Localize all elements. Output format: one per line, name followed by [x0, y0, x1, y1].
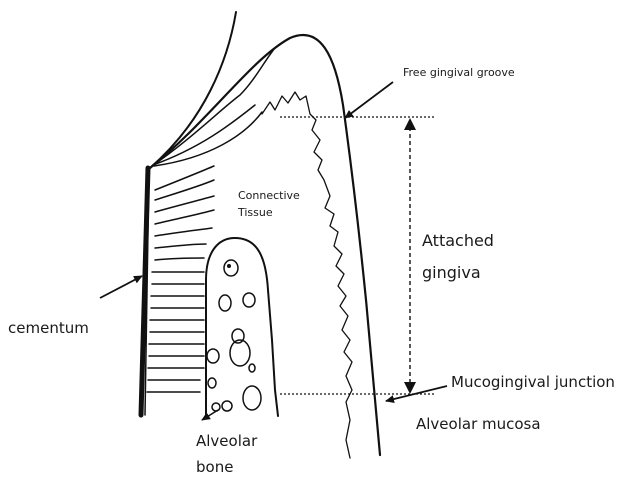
connective-tissue-fibers	[147, 166, 214, 392]
crown-curve-2	[153, 105, 255, 165]
cementum-arrow	[100, 276, 142, 298]
alveolar-bone-crest	[206, 238, 278, 416]
epithelial-ridge-border	[262, 92, 352, 458]
cementum-label: cementum	[8, 319, 89, 337]
crown-curves	[150, 12, 275, 168]
attached-gingiva-label-line1: Attached	[422, 231, 494, 250]
bone-marrow-spaces	[207, 260, 261, 411]
labels: Free gingival groove Connective Tissue A…	[8, 66, 615, 476]
span-arrow-bottom	[404, 382, 416, 394]
mucogingival-junction-arrow	[386, 386, 447, 401]
tooth-root	[141, 168, 149, 416]
alveolar-bone-label-line2: bone	[196, 458, 233, 476]
alveolar-mucosa-label: Alveolar mucosa	[416, 415, 541, 433]
free-gingival-groove-arrow	[345, 82, 393, 118]
reference-lines	[280, 117, 434, 394]
alveolar-bone-label-line1: Alveolar	[196, 432, 258, 450]
mucogingival-junction-label: Mucogingival junction	[451, 373, 615, 391]
attached-gingiva-label-line2: gingiva	[422, 263, 481, 282]
connective-tissue-label-line1: Connective	[238, 189, 300, 202]
free-gingival-groove-label: Free gingival groove	[403, 66, 515, 79]
span-arrow-top	[404, 118, 416, 130]
alveolar-bone-arrow	[202, 410, 218, 420]
connective-tissue-label-line2: Tissue	[237, 206, 273, 219]
